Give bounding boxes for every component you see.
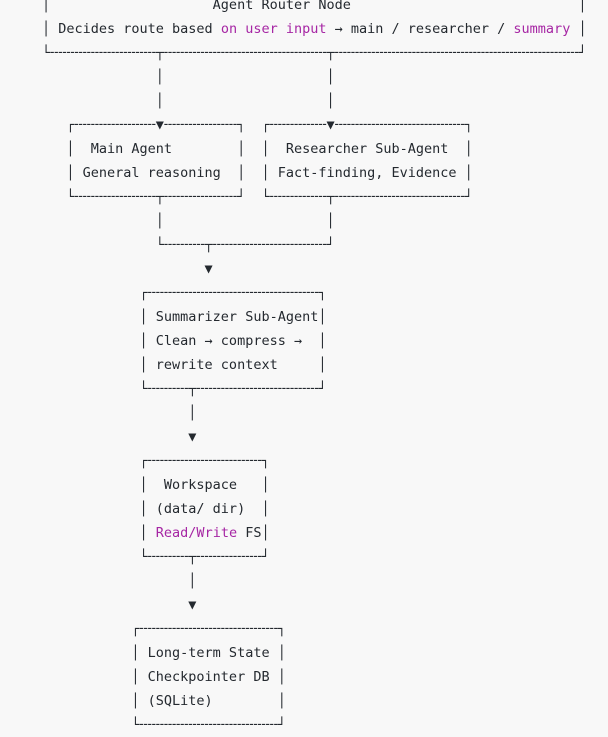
diagram-text: │ rewrite context │ [42, 357, 327, 373]
diagram-text: │ General reasoning │ │ Fact-finding, Ev… [42, 165, 473, 181]
diagram-row: │ Long-term State │ [42, 641, 587, 665]
diagram-row: ┌╌╌╌╌╌╌╌╌╌╌▼╌╌╌╌╌╌╌╌╌┐ ┌╌╌╌╌╌╌╌▼╌╌╌╌╌╌╌╌… [42, 113, 587, 137]
highlighted-text: summary [513, 21, 571, 37]
diagram-row: └╌╌╌╌╌╌╌╌╌╌╌╌╌┬╌╌╌╌╌╌╌╌╌╌╌╌╌╌╌╌╌╌╌╌┬╌╌╌╌… [42, 41, 587, 65]
diagram-row: │ │ [42, 209, 587, 233]
diagram-row: └╌╌╌╌╌┬╌╌╌╌╌╌╌╌┘ [42, 545, 587, 569]
diagram-text: │ Summarizer Sub-Agent│ [42, 309, 327, 325]
diagram-text: │ Long-term State │ [42, 645, 286, 661]
diagram-row: ┌╌╌╌╌╌╌╌╌╌╌╌╌╌╌┐ [42, 449, 587, 473]
diagram-row: │ Checkpointer DB │ [42, 665, 587, 689]
diagram-row: │ Clean → compress → │ [42, 329, 587, 353]
diagram-text: ▼ [42, 597, 197, 613]
diagram-row: │ Agent Router Node │ [42, 0, 587, 17]
diagram-row: ┌╌╌╌╌╌╌╌╌╌╌╌╌╌╌╌╌╌┐ [42, 617, 587, 641]
diagram-text: → main / researcher / [326, 21, 514, 37]
diagram-text: │ Decides route based [42, 21, 221, 37]
diagram-row: │ (SQLite) │ [42, 689, 587, 713]
diagram-text: │ (SQLite) │ [42, 693, 286, 709]
diagram-text: ┌╌╌╌╌╌╌╌╌╌╌╌╌╌╌╌╌╌┐ [42, 621, 286, 637]
diagram-row: └╌╌╌╌╌┬╌╌╌╌╌╌╌╌╌╌╌╌╌╌╌┘ [42, 377, 587, 401]
ascii-diagram: │ Agent Router Node │ │ Decides route bas… [42, 0, 587, 737]
diagram-text: ┌╌╌╌╌╌╌╌╌╌╌╌╌╌╌╌╌╌╌╌╌╌┐ [42, 285, 327, 301]
highlighted-text: on user input [220, 21, 327, 37]
diagram-text: │ [570, 21, 587, 37]
diagram-text: └╌╌╌╌╌┬╌╌╌╌╌╌╌╌╌╌╌╌╌╌╌┘ [42, 381, 327, 397]
diagram-row: │ (data/ dir) │ [42, 497, 587, 521]
diagram-row: │ │ [42, 65, 587, 89]
diagram-row: └╌╌╌╌╌╌╌╌╌╌┬╌╌╌╌╌╌╌╌╌┘ └╌╌╌╌╌╌╌┬╌╌╌╌╌╌╌╌… [42, 185, 587, 209]
diagram-row: │ │ [42, 89, 587, 113]
diagram-row: ▼ [42, 593, 587, 617]
diagram-text: │ Agent Router Node │ [42, 0, 587, 13]
diagram-text: │ [42, 405, 197, 421]
diagram-text: │ Main Agent │ │ Researcher Sub-Agent │ [42, 141, 473, 157]
diagram-text: FS│ [237, 525, 270, 541]
diagram-row: │ General reasoning │ │ Fact-finding, Ev… [42, 161, 587, 185]
diagram-row: ┌╌╌╌╌╌╌╌╌╌╌╌╌╌╌╌╌╌╌╌╌╌┐ [42, 281, 587, 305]
diagram-text: │ │ [42, 213, 335, 229]
highlighted-text: Read/Write [155, 525, 238, 541]
diagram-text: └╌╌╌╌╌╌╌╌╌╌╌╌╌┬╌╌╌╌╌╌╌╌╌╌╌╌╌╌╌╌╌╌╌╌┬╌╌╌╌… [42, 45, 587, 61]
diagram-text: └╌╌╌╌╌╌╌╌╌╌╌╌╌╌╌╌╌┘ [42, 717, 286, 733]
diagram-row: └╌╌╌╌╌┬╌╌╌╌╌╌╌╌╌╌╌╌╌╌┘ [42, 233, 587, 257]
diagram-text: └╌╌╌╌╌┬╌╌╌╌╌╌╌╌╌╌╌╌╌╌┘ [42, 237, 335, 253]
diagram-row: │ Decides route based on user input → ma… [42, 17, 587, 41]
diagram-text: │ (data/ dir) │ [42, 501, 270, 517]
diagram-text: │ [42, 525, 156, 541]
diagram-text: ┌╌╌╌╌╌╌╌╌╌╌▼╌╌╌╌╌╌╌╌╌┐ ┌╌╌╌╌╌╌╌▼╌╌╌╌╌╌╌╌… [42, 117, 473, 133]
diagram-text: │ Checkpointer DB │ [42, 669, 286, 685]
diagram-row: └╌╌╌╌╌╌╌╌╌╌╌╌╌╌╌╌╌┘ [42, 713, 587, 737]
diagram-text: │ Clean → compress → │ [42, 333, 327, 349]
diagram-text: ▼ [42, 429, 197, 445]
diagram-text: └╌╌╌╌╌╌╌╌╌╌┬╌╌╌╌╌╌╌╌╌┘ └╌╌╌╌╌╌╌┬╌╌╌╌╌╌╌╌… [42, 189, 473, 205]
diagram-text: ▼ [42, 261, 213, 277]
diagram-row: │ Read/Write FS│ [42, 521, 587, 545]
diagram-text: │ │ [42, 69, 335, 85]
diagram-row: │ Summarizer Sub-Agent│ [42, 305, 587, 329]
diagram-row: │ [42, 401, 587, 425]
diagram-row: ▼ [42, 257, 587, 281]
diagram-text: │ │ [42, 93, 335, 109]
diagram-text: ┌╌╌╌╌╌╌╌╌╌╌╌╌╌╌┐ [42, 453, 270, 469]
diagram-row: ▼ [42, 425, 587, 449]
diagram-row: │ rewrite context │ [42, 353, 587, 377]
diagram-text: └╌╌╌╌╌┬╌╌╌╌╌╌╌╌┘ [42, 549, 270, 565]
diagram-row: │ [42, 569, 587, 593]
diagram-text: │ [42, 573, 197, 589]
diagram-row: │ Main Agent │ │ Researcher Sub-Agent │ [42, 137, 587, 161]
diagram-text: │ Workspace │ [42, 477, 270, 493]
diagram-row: │ Workspace │ [42, 473, 587, 497]
